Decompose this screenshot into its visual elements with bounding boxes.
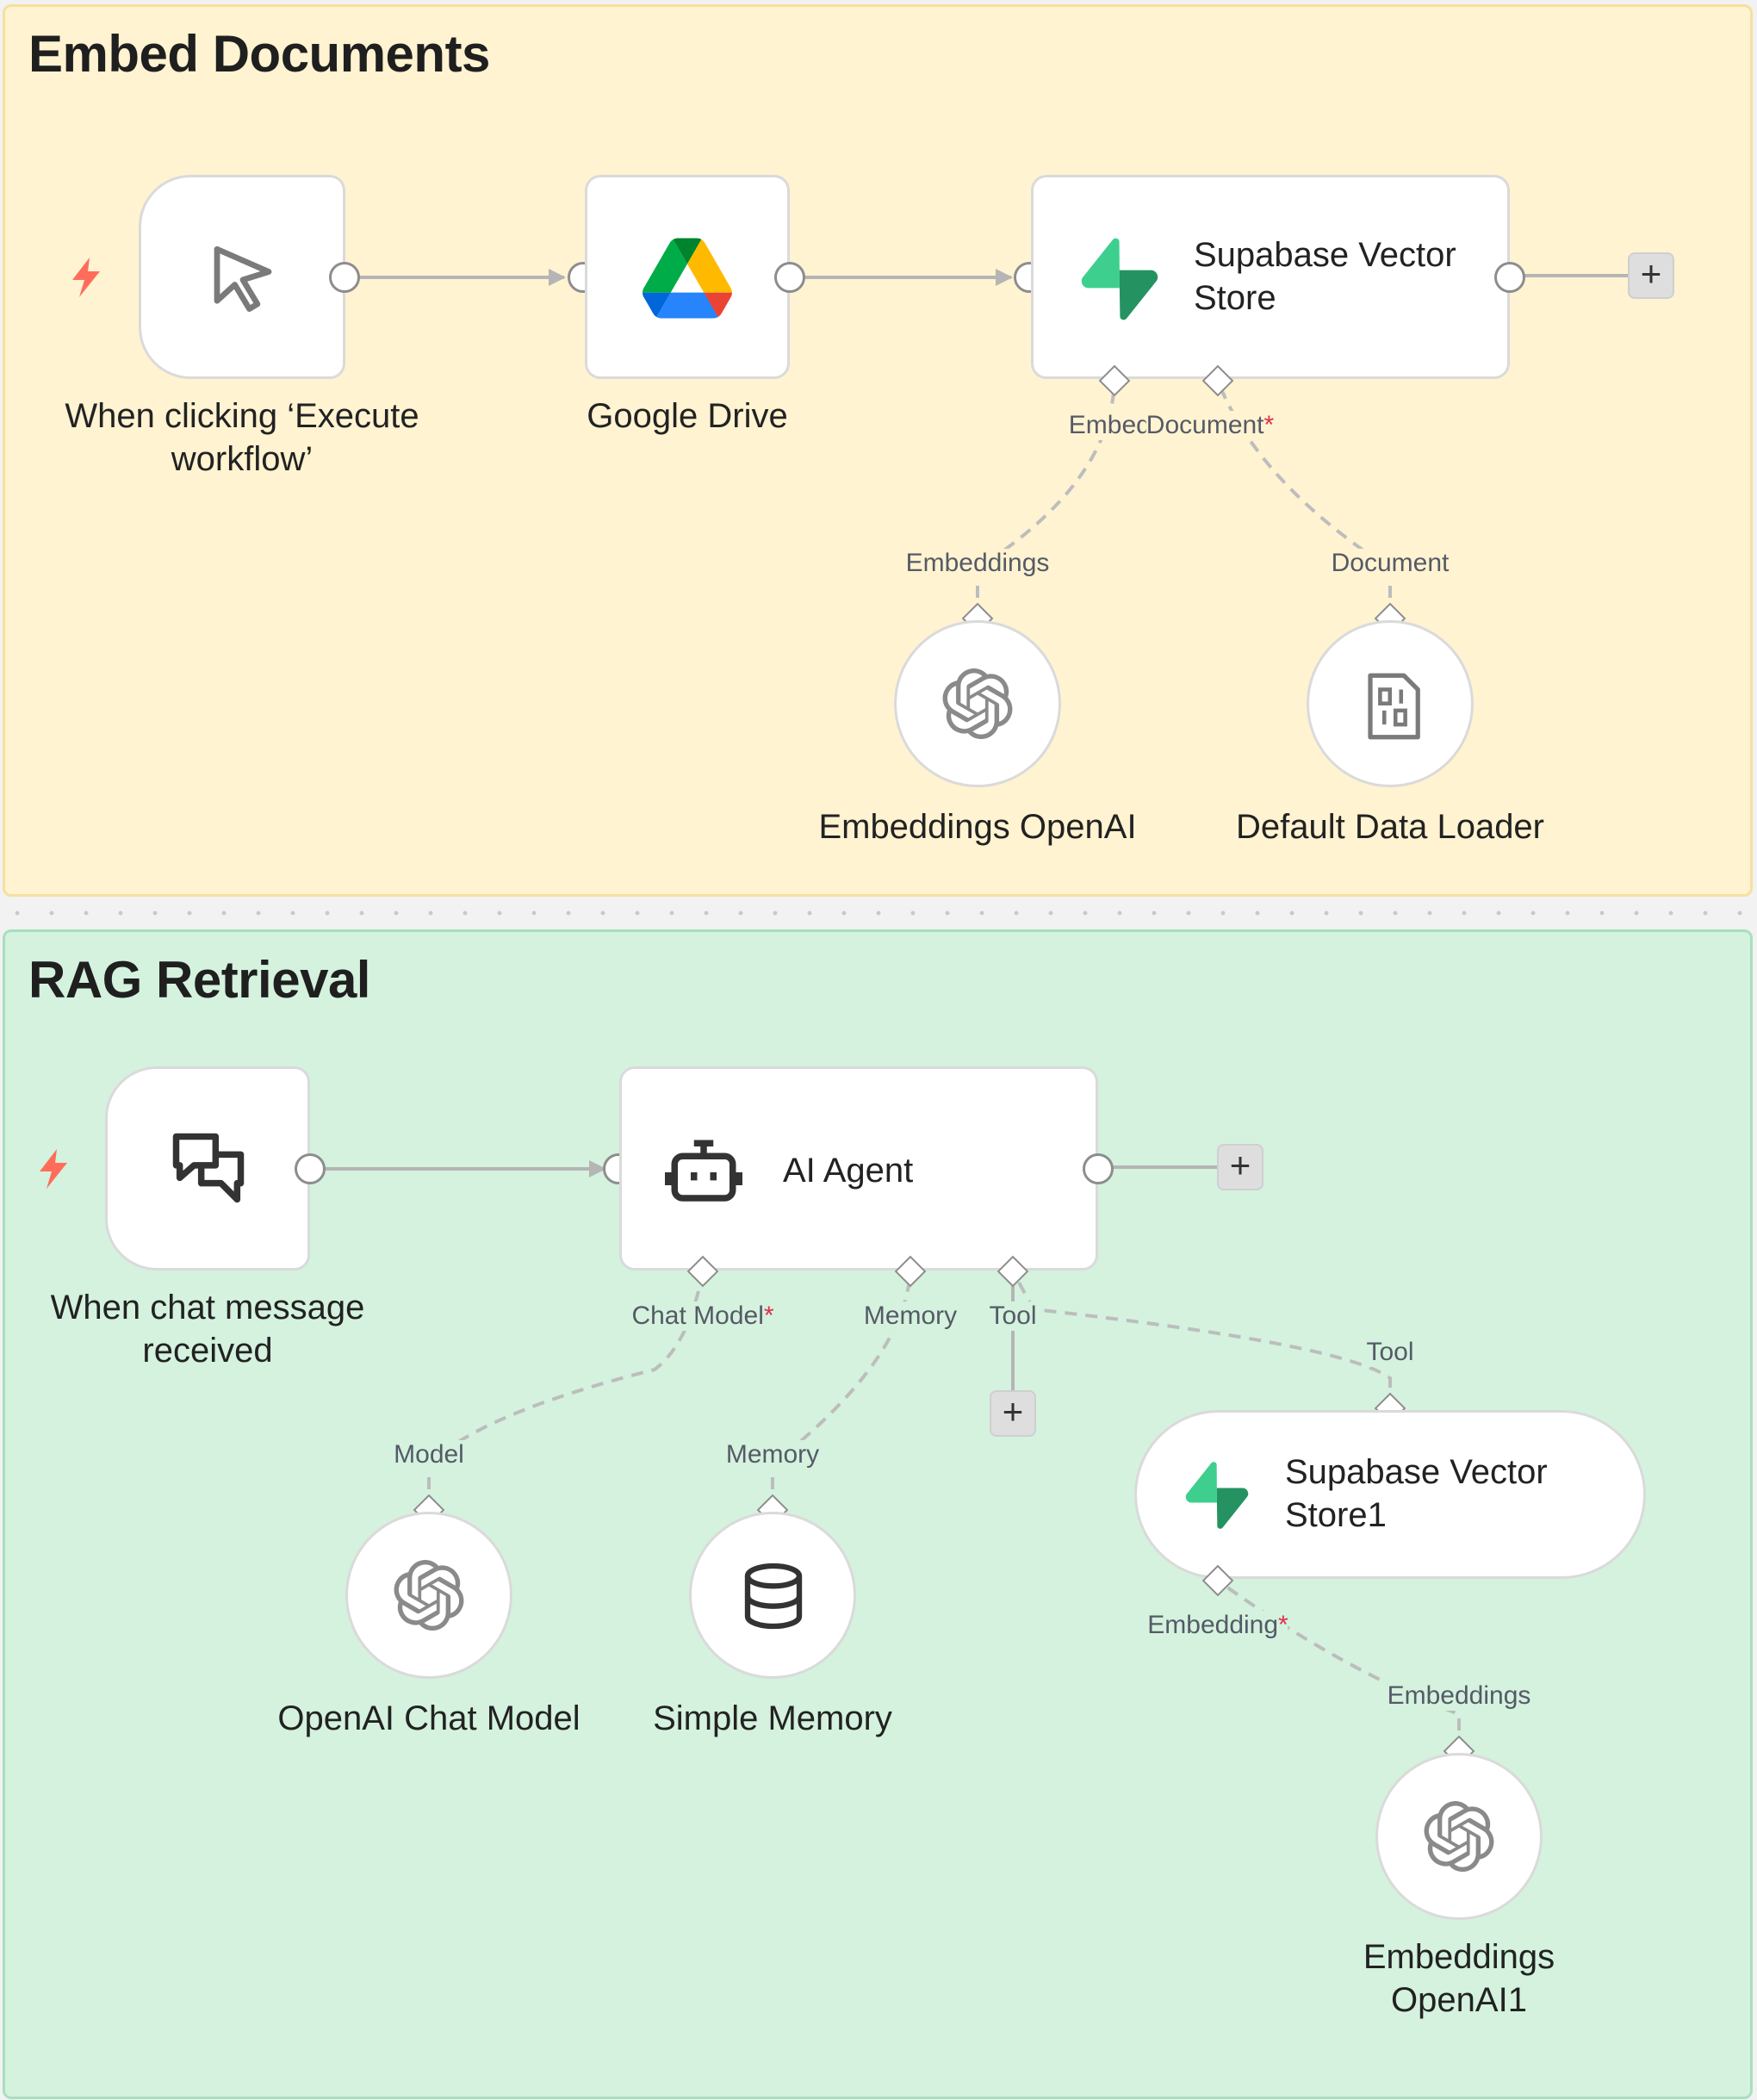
node-ai-agent[interactable]: AI Agent bbox=[619, 1066, 1098, 1271]
node-label-embeddings-openai1: Embeddings OpenAI1 bbox=[1363, 1938, 1555, 2019]
port-label-embeddings: Embeddings bbox=[905, 549, 1050, 578]
node-chat-trigger[interactable] bbox=[105, 1066, 310, 1271]
node-embeddings-openai1[interactable] bbox=[1375, 1753, 1543, 1920]
node-simple-memory[interactable] bbox=[689, 1512, 856, 1679]
wire-loader-to-supabase bbox=[1216, 380, 1392, 618]
port-label-document-loader: Document bbox=[1331, 549, 1450, 578]
node-title-supabase-line1: Supabase Vector bbox=[1194, 236, 1456, 274]
database-icon bbox=[744, 1563, 803, 1630]
robot-icon bbox=[665, 1140, 742, 1202]
node-label-default-data-loader: Default Data Loader bbox=[1235, 808, 1545, 846]
port-label-tool-store1: Tool bbox=[1366, 1338, 1414, 1367]
node-label-simple-memory: Simple Memory bbox=[653, 1699, 892, 1737]
supabase-icon bbox=[1081, 238, 1158, 320]
node-label-openai-chat-model: OpenAI Chat Model bbox=[277, 1699, 580, 1737]
port-label-model: Model bbox=[394, 1440, 464, 1469]
node-default-data-loader[interactable] bbox=[1307, 620, 1474, 787]
node-manual-trigger[interactable] bbox=[139, 175, 345, 379]
group-title-rag: RAG Retrieval bbox=[28, 951, 370, 1009]
supabase-icon bbox=[1185, 1462, 1249, 1529]
node-supabase-vector-store[interactable]: Supabase Vector Store bbox=[1031, 175, 1510, 379]
node-title-ai-agent: AI Agent bbox=[783, 1152, 914, 1190]
node-label-manual-trigger: When clicking ‘Execute workflow’ bbox=[65, 397, 419, 478]
openai-icon bbox=[942, 668, 1013, 739]
document-binary-icon bbox=[1368, 673, 1420, 740]
add-node-button-supabase[interactable]: + bbox=[1628, 252, 1674, 299]
group-title-embed: Embed Documents bbox=[28, 25, 490, 83]
openai-icon bbox=[1424, 1801, 1494, 1872]
output-handle-chat-trigger[interactable] bbox=[295, 1153, 326, 1184]
node-title-supabase-line2: Store bbox=[1194, 279, 1276, 317]
node-label-google-drive: Google Drive bbox=[587, 397, 788, 435]
output-handle-ai-agent[interactable] bbox=[1083, 1153, 1114, 1184]
wire-embeddings1-to-store1 bbox=[1216, 1579, 1461, 1751]
output-handle-supabase-store[interactable] bbox=[1494, 262, 1525, 293]
node-google-drive[interactable] bbox=[585, 175, 790, 379]
chat-bubbles-icon bbox=[172, 1133, 245, 1203]
google-drive-icon bbox=[643, 238, 732, 319]
wire-store1-to-agent-tool bbox=[1011, 1271, 1392, 1408]
trigger-bolt-icon bbox=[72, 258, 100, 297]
openai-icon bbox=[394, 1560, 464, 1631]
node-label-embeddings-openai: Embeddings OpenAI bbox=[818, 808, 1137, 846]
cursor-arrow-icon bbox=[214, 245, 272, 312]
node-embeddings-openai[interactable] bbox=[894, 620, 1061, 787]
node-title-supabase1-line2: Store1 bbox=[1285, 1496, 1387, 1534]
add-tool-button[interactable]: + bbox=[990, 1390, 1036, 1437]
port-label-chat-model: Chat Model* bbox=[631, 1302, 774, 1331]
group-embed-documents bbox=[3, 4, 1753, 897]
port-label-tool: Tool bbox=[989, 1302, 1037, 1331]
port-label-memory-sub: Memory bbox=[725, 1440, 820, 1469]
port-label-memory: Memory bbox=[863, 1302, 958, 1331]
node-supabase-vector-store1[interactable]: Supabase Vector Store1 bbox=[1134, 1410, 1646, 1579]
node-openai-chat-model[interactable] bbox=[345, 1512, 512, 1679]
port-label-document: Document* bbox=[1145, 411, 1275, 440]
node-label-chat-trigger: When chat message received bbox=[50, 1289, 365, 1370]
add-node-button-agent[interactable]: + bbox=[1217, 1144, 1263, 1190]
node-title-supabase1-line1: Supabase Vector bbox=[1285, 1453, 1548, 1491]
output-handle-manual-trigger[interactable] bbox=[329, 262, 360, 293]
output-handle-google-drive[interactable] bbox=[774, 262, 805, 293]
port-label-embeddings1: Embeddings bbox=[1387, 1681, 1531, 1711]
chat-trigger-bolt-icon bbox=[40, 1149, 67, 1189]
port-label-embedding-store1: Embedding* bbox=[1147, 1611, 1288, 1640]
